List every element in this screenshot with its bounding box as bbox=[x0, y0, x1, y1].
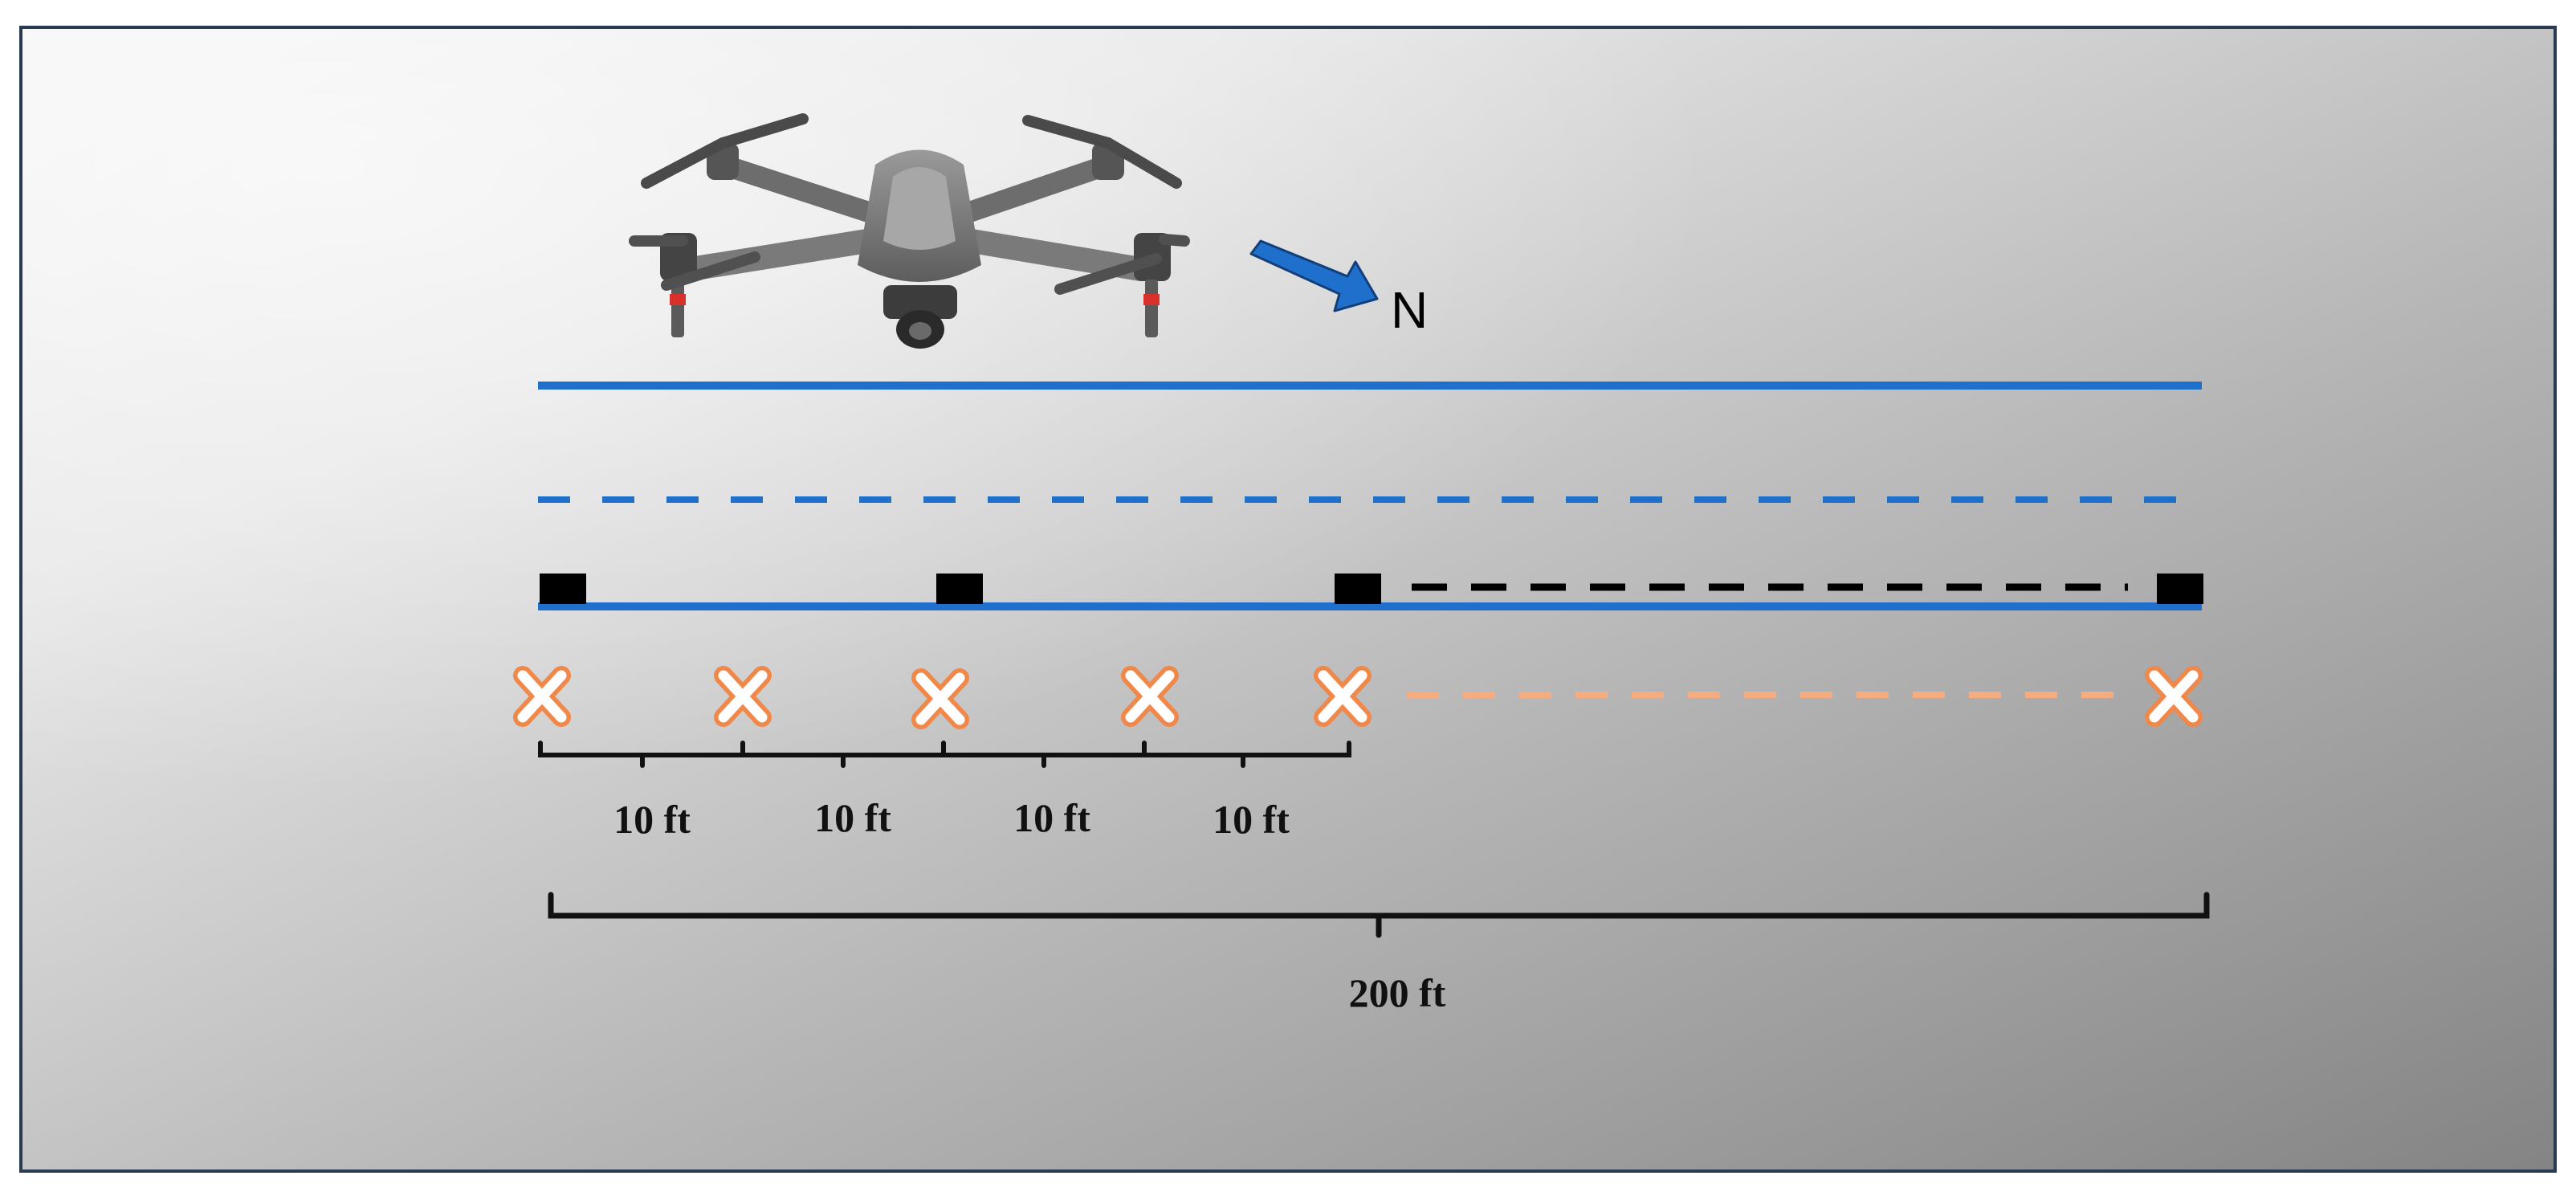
drone-icon bbox=[629, 113, 1190, 349]
orange-x-marker-icon bbox=[714, 666, 772, 727]
orange-x-marker-icon bbox=[513, 666, 571, 727]
segment-label: 10 ft bbox=[1013, 795, 1090, 840]
segment-label: 10 ft bbox=[814, 795, 891, 840]
target-marker bbox=[2157, 574, 2203, 604]
target-marker bbox=[936, 574, 983, 604]
target-marker bbox=[540, 574, 586, 604]
orange-x-marker-icon bbox=[2145, 666, 2203, 727]
total-scale-bracket bbox=[548, 892, 2210, 938]
orange-x-marker-icon bbox=[1314, 666, 1372, 727]
total-label: 200 ft bbox=[1349, 970, 1446, 1015]
north-arrow-icon bbox=[1249, 239, 1379, 312]
target-marker bbox=[1335, 574, 1381, 604]
orange-x-marker-icon bbox=[1121, 666, 1179, 727]
segment-label: 10 ft bbox=[613, 797, 691, 842]
segment-label: 10 ft bbox=[1213, 797, 1290, 842]
orange-x-marker-icon bbox=[911, 668, 969, 729]
north-label: N bbox=[1391, 281, 1428, 339]
small-scale-brackets bbox=[538, 741, 1351, 768]
background-highlight bbox=[22, 29, 2554, 1170]
